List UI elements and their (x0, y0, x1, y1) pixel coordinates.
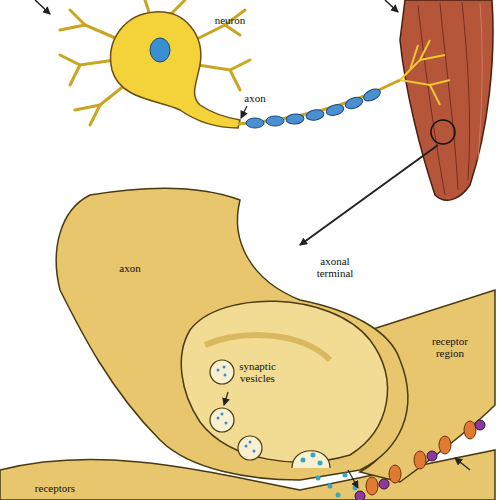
neurotransmitter (301, 453, 358, 498)
zoom-arrow (300, 145, 438, 245)
pointer-arrow (455, 458, 470, 470)
part-label: synaptic vesicles (230, 360, 285, 384)
myelin-sheath (246, 87, 382, 128)
pointer-arrow (385, 0, 398, 12)
axon-terminal (56, 188, 408, 480)
terminal-interior (181, 301, 387, 462)
axon-branches (400, 40, 450, 105)
pointer-arrow (241, 106, 247, 118)
receptor-symbol (355, 420, 485, 500)
part-label: axon (110, 262, 150, 274)
part-label: receptor region (420, 335, 480, 359)
part-label: axonal terminal (305, 255, 365, 279)
shading (205, 335, 330, 360)
zoom-circle (431, 120, 455, 144)
nucleus (150, 38, 170, 62)
part-label: receptors (20, 482, 90, 494)
fusing-vesicle (292, 451, 330, 468)
part-label: neuron (205, 14, 255, 26)
pointer-arrow (35, 0, 50, 14)
cell-body (111, 12, 240, 128)
pointer-arrow (348, 470, 358, 488)
part-label: axon (235, 92, 275, 104)
pointer-arrow (224, 392, 228, 405)
muscle (400, 0, 493, 200)
